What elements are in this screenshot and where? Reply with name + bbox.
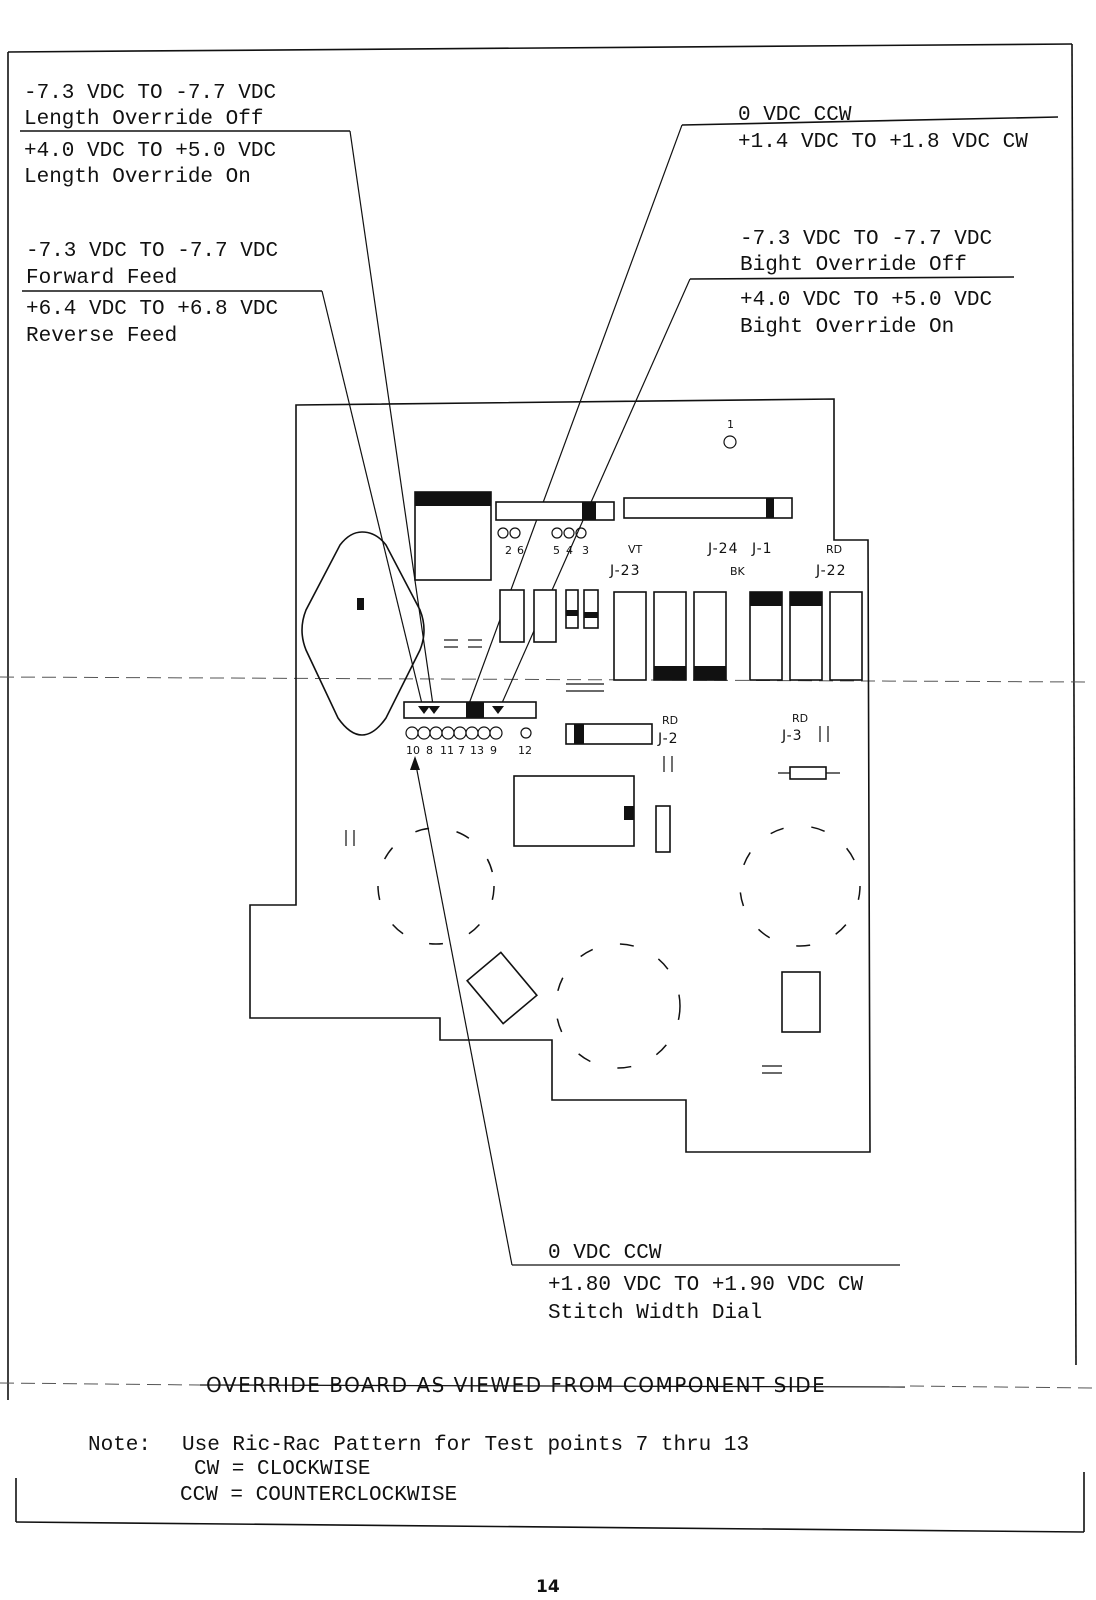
dial-top-label: 0 VDC CCW +1.4 VDC TO +1.8 VDC CW — [681, 104, 1059, 154]
stitch-name: Stitch Width Dial — [548, 1302, 762, 1325]
length-override-label: -7.3 VDC TO -7.7 VDC Length Override Off… — [20, 82, 350, 189]
bight-override-label: -7.3 VDC TO -7.7 VDC Bight Override Off … — [689, 228, 1015, 339]
ic-large — [414, 491, 492, 581]
j2-label: J-2 — [657, 731, 679, 747]
bight-on-range: +4.0 VDC TO +5.0 VDC — [740, 289, 992, 312]
pin-3-label: 3 — [582, 544, 589, 557]
page-number: 14 — [536, 1577, 560, 1597]
page-frame — [0, 43, 1093, 1533]
j24-label: J-24 — [707, 541, 739, 557]
length-off-range: -7.3 VDC TO -7.7 VDC — [24, 82, 276, 105]
board-outline — [249, 398, 871, 1153]
j3-label: J-3 — [781, 728, 803, 744]
note-label: Note: — [88, 1434, 151, 1457]
rd-label-3: RD — [792, 712, 808, 725]
forward-feed-range: -7.3 VDC TO -7.7 VDC — [26, 240, 278, 263]
stitch-cw: +1.80 VDC TO +1.90 VDC CW — [548, 1274, 863, 1297]
j1-label: J-1 — [751, 541, 773, 557]
pin-8-label: 8 — [426, 744, 433, 757]
test-point-1-label: 1 — [727, 418, 734, 431]
stitch-width-label: 0 VDC CCW +1.80 VDC TO +1.90 VDC CW Stit… — [548, 1242, 863, 1325]
bight-off-range: -7.3 VDC TO -7.7 VDC — [740, 228, 992, 251]
length-on-name: Length Override On — [24, 166, 251, 189]
bight-on-name: Bight Override On — [740, 316, 954, 339]
reverse-feed-name: Reverse Feed — [26, 325, 177, 348]
note-line-2: CW = CLOCKWISE — [194, 1458, 370, 1481]
pin-2-label: 2 — [505, 544, 512, 557]
dial-top-cw: +1.4 VDC TO +1.8 VDC CW — [738, 131, 1028, 154]
leader-lines — [321, 124, 900, 1266]
length-on-range: +4.0 VDC TO +5.0 VDC — [24, 140, 276, 163]
pin-5-label: 5 — [553, 544, 560, 557]
reverse-feed-range: +6.4 VDC TO +6.8 VDC — [26, 298, 278, 321]
connector-strip-b — [623, 497, 793, 519]
forward-feed-name: Forward Feed — [26, 267, 177, 290]
pin-12-label: 12 — [518, 744, 532, 757]
board-components: 1 2 6 5 4 3 VT J-23 J-24 J-1 BK RD J-22 — [301, 418, 863, 1074]
pin-4-label: 4 — [566, 544, 573, 557]
transformer — [301, 531, 425, 736]
note-line-3: CCW = COUNTERCLOCKWISE — [180, 1484, 457, 1507]
stitch-ccw: 0 VDC CCW — [548, 1242, 662, 1265]
connector-strip-a — [495, 501, 615, 521]
pin-9-label: 9 — [490, 744, 497, 757]
pin-7-label: 7 — [458, 744, 465, 757]
ic-middle — [513, 775, 635, 847]
length-off-name: Length Override Off — [24, 108, 263, 131]
note-block: Note: Use Ric-Rac Pattern for Test point… — [88, 1434, 749, 1507]
vt-label: VT — [628, 543, 643, 556]
bight-off-name: Bight Override Off — [740, 254, 967, 277]
j23-label: J-23 — [609, 563, 641, 579]
right-component — [781, 971, 821, 1033]
capacitor-symbols — [345, 639, 829, 1074]
j2-connector — [565, 723, 653, 745]
feed-label: -7.3 VDC TO -7.7 VDC Forward Feed +6.4 V… — [22, 240, 322, 348]
test-point-1 — [723, 435, 737, 449]
pin-10-label: 10 — [406, 744, 420, 757]
rd-label-1: RD — [826, 543, 842, 556]
mounting-footprints — [377, 825, 861, 1069]
pin-6-label: 6 — [517, 544, 524, 557]
note-line-1: Use Ric-Rac Pattern for Test points 7 th… — [182, 1434, 749, 1457]
test-point-pins — [405, 726, 532, 740]
bk-label: BK — [730, 565, 746, 578]
rd-label-2: RD — [662, 714, 678, 727]
j22-label: J-22 — [815, 563, 847, 579]
tilted-component — [466, 951, 538, 1025]
pin-11-label: 11 — [440, 744, 454, 757]
pin-13-label: 13 — [470, 744, 484, 757]
